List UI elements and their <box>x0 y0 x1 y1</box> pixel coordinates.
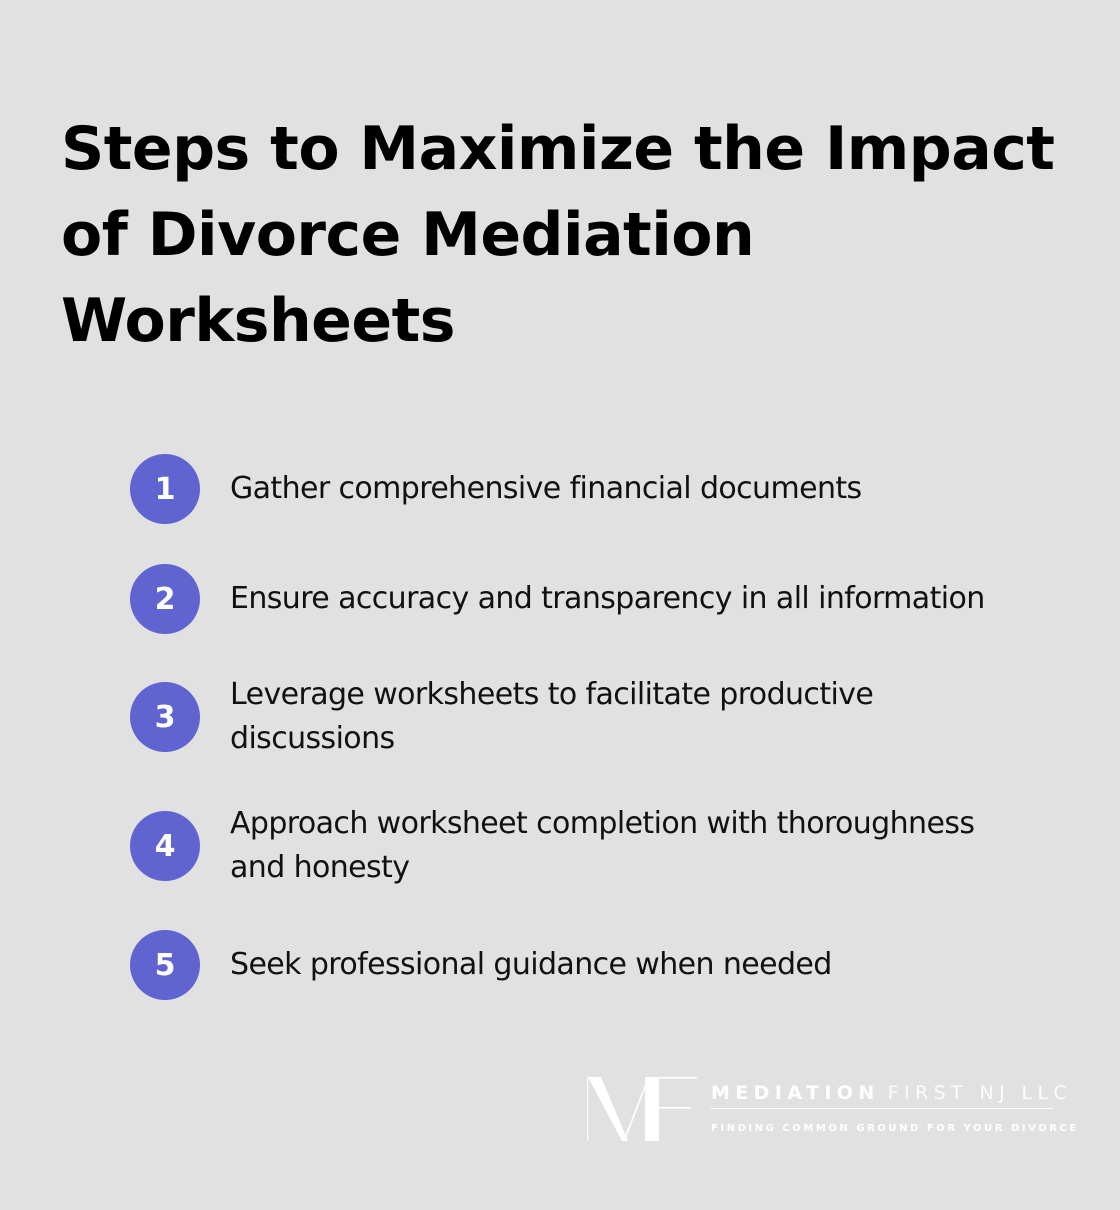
step-item-3: 3 Leverage worksheets to facilitate prod… <box>130 673 910 761</box>
logo-tagline: FINDING COMMON GROUND FOR YOUR DIVORCE <box>711 1123 1079 1134</box>
step-text: Seek professional guidance when needed <box>230 947 832 982</box>
step-item-5: 5 Seek professional guidance when needed <box>130 930 1020 1000</box>
logo-name-light: FIRST NJ LLC <box>887 1082 1073 1104</box>
step-item-2: 2 Ensure accuracy and transparency in al… <box>130 564 1020 634</box>
step-text: Leverage worksheets to facilitate produc… <box>230 677 874 756</box>
step-text: Approach worksheet completion with thoro… <box>230 806 975 885</box>
step-number-badge: 4 <box>130 811 200 881</box>
step-number-badge: 2 <box>130 564 200 634</box>
step-text: Gather comprehensive financial documents <box>230 471 862 506</box>
logo-company-name: MEDIATION FIRST NJ LLC <box>711 1082 1072 1104</box>
company-logo: MEDIATION FIRST NJ LLC FINDING COMMON GRO… <box>586 1077 1076 1143</box>
step-text: Ensure accuracy and transparency in all … <box>230 581 985 616</box>
logo-divider <box>711 1108 1053 1109</box>
step-number-badge: 3 <box>130 682 200 752</box>
step-number-badge: 1 <box>130 454 200 524</box>
page-title: Steps to Maximize the Impact of Divorce … <box>61 114 1055 356</box>
step-number-badge: 5 <box>130 930 200 1000</box>
mf-monogram-icon <box>587 1077 697 1141</box>
step-item-4: 4 Approach worksheet completion with tho… <box>130 802 1020 890</box>
logo-name-bold: MEDIATION <box>711 1082 880 1104</box>
step-item-1: 1 Gather comprehensive financial documen… <box>130 454 1020 524</box>
